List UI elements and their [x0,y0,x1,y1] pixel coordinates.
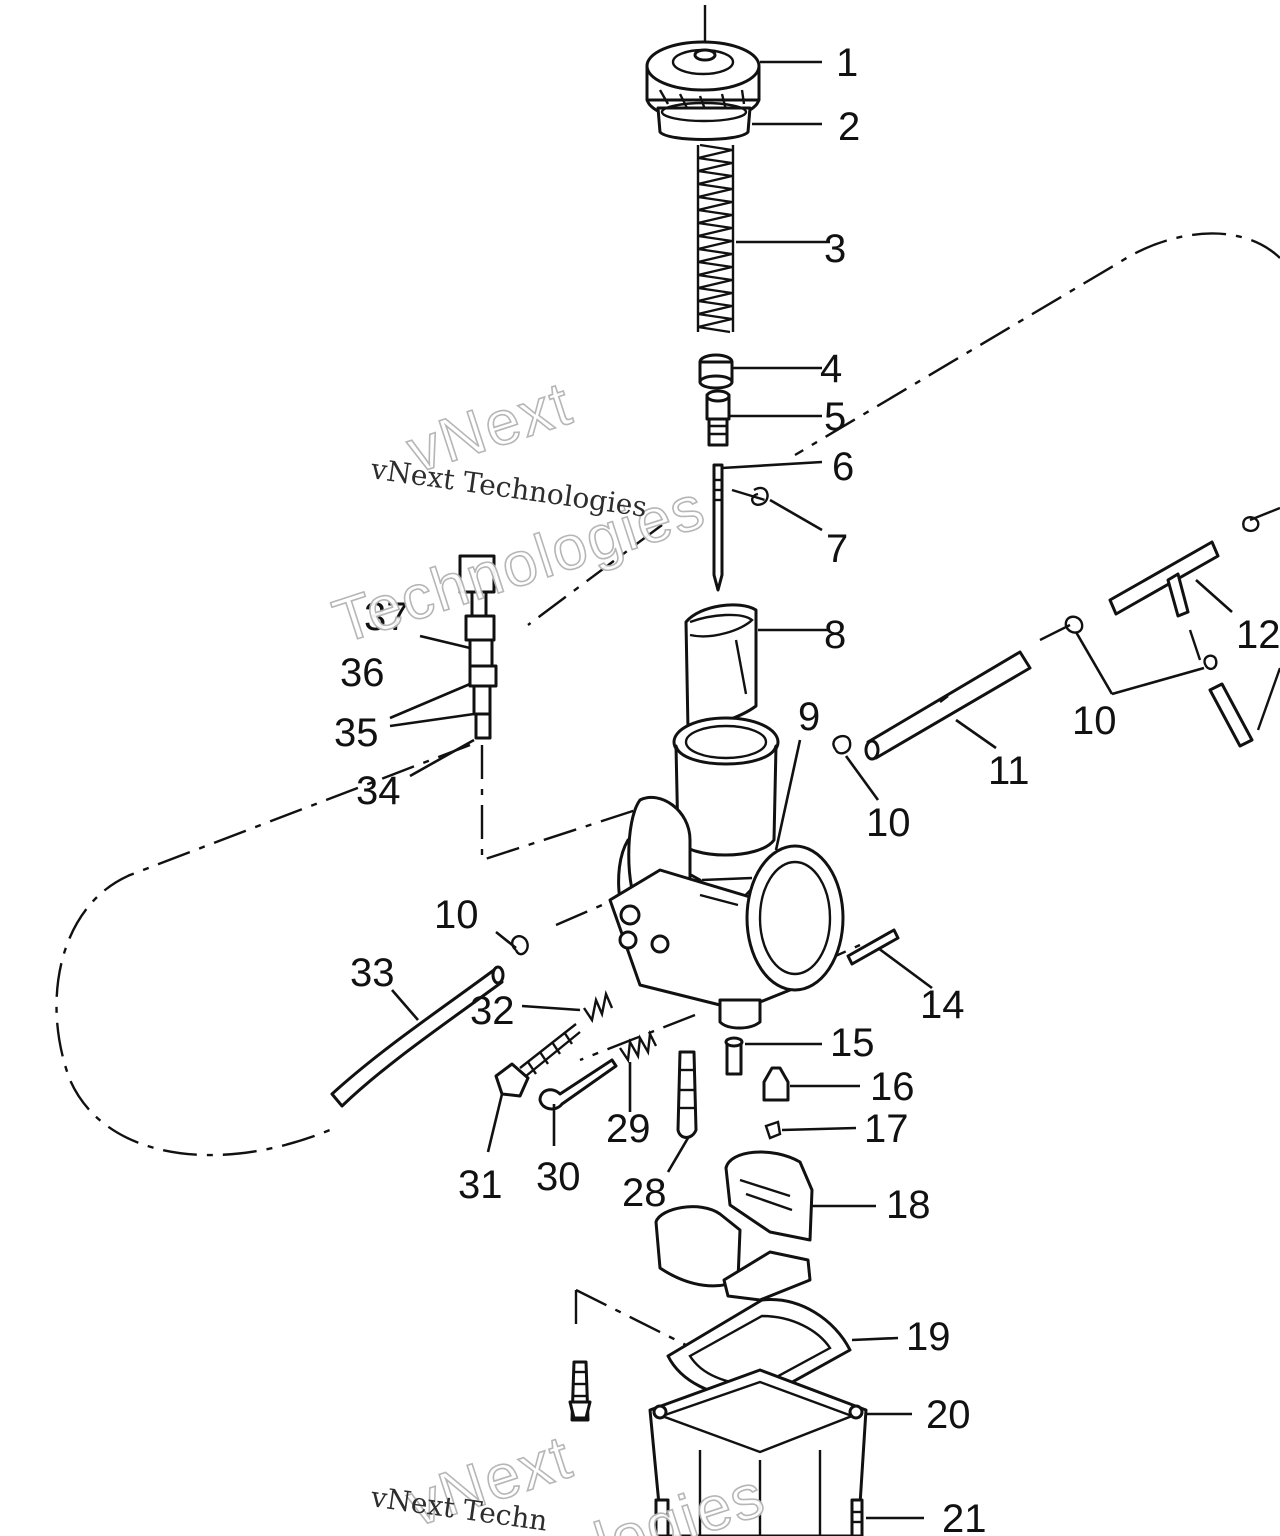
callout-10-upper: 10 [866,801,911,845]
float-bowl-gasket-part [666,1298,852,1402]
needle-retainer-part [705,389,731,447]
leader-lines [389,60,1233,1520]
callout-16: 16 [870,1065,915,1109]
callout-14: 14 [920,983,965,1027]
callout-10-left: 10 [434,893,479,937]
needle-jet-part [676,1050,698,1139]
callout-31: 31 [458,1163,503,1207]
callout-34: 34 [356,769,401,813]
washer-part [764,1120,782,1140]
hose-clamp-part-left [511,935,529,956]
assembly-boundary-outline [55,232,1280,1354]
pilot-air-screw-part [538,1058,618,1111]
hose-clamp-part-top [1242,516,1260,533]
callout-3: 3 [824,227,846,271]
needle-holder-part [698,353,734,390]
callout-7: 7 [826,527,848,571]
callout-19: 19 [906,1315,951,1359]
throttle-stop-screw-part [494,1023,581,1098]
callout-15: 15 [830,1021,875,1065]
callout-29: 29 [606,1107,651,1151]
pilot-screw-spring-part [619,1029,658,1064]
callout-labels: 1 2 3 4 5 6 7 8 9 10 11 12 10 10 14 15 1… [334,41,1280,1536]
callout-21: 21 [942,1497,987,1536]
callout-8: 8 [824,613,846,657]
callout-30: 30 [536,1155,581,1199]
callout-33: 33 [350,951,395,995]
bowl-screw-part [850,1498,864,1536]
callout-5: 5 [824,395,846,439]
carburetor-cap-part [645,5,761,141]
throttle-stop-spring-part [583,989,614,1024]
jet-needle-part [712,463,724,592]
t-fitting-part [1108,540,1280,748]
callout-2: 2 [838,105,860,149]
slide-spring-part [696,143,735,334]
callout-10-right: 10 [1072,699,1117,743]
main-jet-part [762,1066,790,1102]
callout-28: 28 [622,1171,667,1215]
throttle-slide-part [684,603,758,732]
callout-11: 11 [988,749,1030,793]
bowl-screw-center-part [654,1498,670,1536]
float-assembly-part [654,1150,814,1302]
watermark-small-text: vNext Technologies [368,452,649,524]
callout-35: 35 [334,711,379,755]
hose-clamp-part-far [1203,654,1218,671]
callout-32: 32 [470,989,515,1033]
bowl-screw-left-part [568,1360,592,1422]
callout-4: 4 [820,347,842,391]
vent-hose-part [864,650,1032,761]
callout-1: 1 [836,41,858,85]
callout-36: 36 [340,651,385,695]
callout-9: 9 [798,695,820,739]
cable-adjuster-part [458,554,498,740]
watermark-top: vNext Technologies vNext Technologies [325,368,715,658]
needle-clip-part [751,486,769,506]
callout-17: 17 [864,1107,909,1151]
callout-37: 37 [364,595,409,639]
fuel-hose-part [330,965,505,1108]
pilot-jet-part [724,1036,744,1076]
hose-clamp-part-right [1064,615,1084,634]
callout-18: 18 [886,1183,931,1227]
callout-20: 20 [926,1393,971,1437]
callout-6: 6 [832,445,854,489]
float-bowl-part [648,1368,868,1536]
callout-12: 12 [1236,613,1280,657]
pilot-screw-pin-part [846,928,900,966]
hose-clamp-part-upper [832,734,852,755]
carburetor-body-part [608,716,845,1030]
